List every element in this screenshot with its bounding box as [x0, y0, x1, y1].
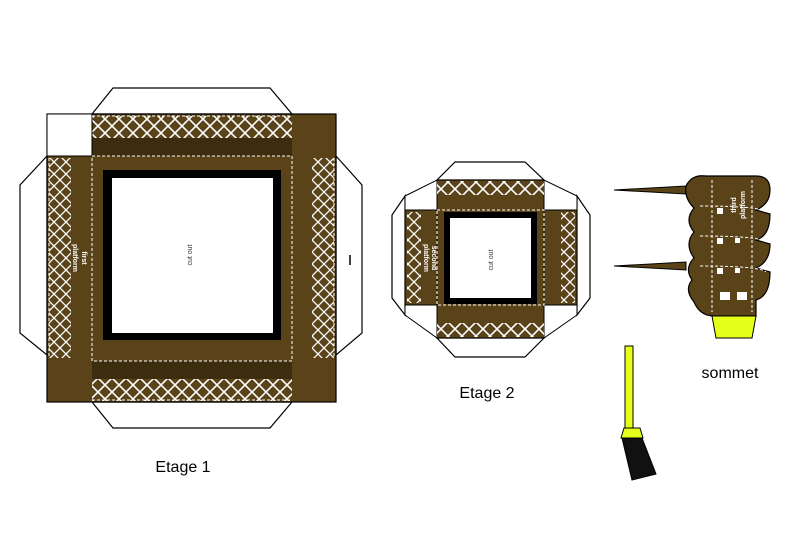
sommet-caption: sommet	[702, 365, 759, 382]
etage2-cutout-label: cut out	[488, 249, 495, 270]
etage1-truss-bottom	[92, 379, 292, 401]
etage2-bottom-flap	[435, 337, 546, 358]
etage1-cutout-label: cut out	[187, 244, 194, 265]
etage2-left-flap	[391, 194, 406, 317]
etage2-top-flap	[435, 161, 546, 181]
etage1-piece: cut out first platform Etage 1	[19, 87, 363, 476]
etage2-side-label-2: platform	[422, 244, 429, 272]
etage2-truss-top	[437, 181, 544, 195]
antenna-piece	[620, 345, 657, 481]
etage1-left-flap	[19, 154, 48, 357]
etage1-truss-right	[312, 158, 334, 358]
etage1-bottom-flap	[90, 401, 294, 429]
etage1-truss-left	[49, 158, 71, 358]
etage2-caption: Etage 2	[459, 385, 514, 402]
etage2-cutout	[450, 218, 531, 298]
etage2-truss-left	[407, 212, 421, 303]
sommet-piece: third platform sommet	[613, 175, 771, 382]
etage1-caption: Etage 1	[155, 459, 210, 476]
etage1-cutout	[112, 178, 273, 333]
etage1-side-label-1: first	[80, 251, 87, 265]
sommet-side-label-2: platform	[740, 191, 747, 219]
antenna-rod	[624, 345, 634, 429]
antenna-cap	[621, 437, 657, 481]
sommet-tab	[711, 315, 757, 339]
etage2-side-label-1: second	[430, 246, 437, 271]
etage1-truss-top	[92, 116, 292, 138]
etage1-side-label-2: platform	[71, 244, 78, 272]
sommet-side-label-1: third	[731, 197, 738, 213]
etage2-right-flap	[576, 194, 591, 317]
etage1-right-flap	[335, 154, 363, 357]
sommet-spike-top	[613, 185, 687, 195]
etage2-piece: cut out second platform Etage 2	[391, 161, 591, 402]
etage1-top-flap	[90, 87, 294, 115]
etage2-truss-right	[561, 212, 575, 303]
antenna-base	[620, 427, 644, 439]
sommet-body	[685, 175, 771, 317]
sommet-spike-bottom	[613, 261, 687, 271]
etage2-truss-bottom	[437, 323, 544, 337]
